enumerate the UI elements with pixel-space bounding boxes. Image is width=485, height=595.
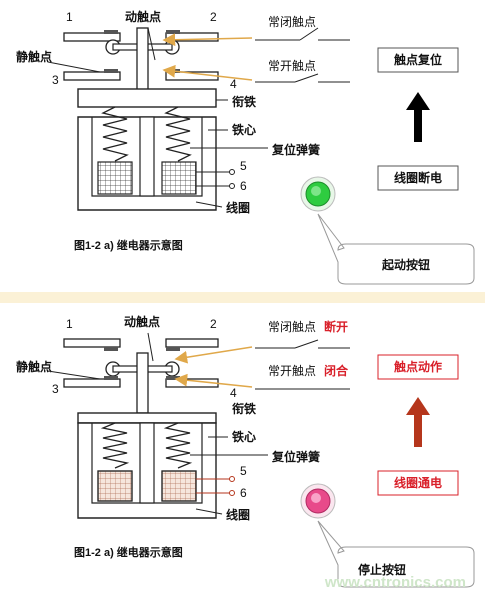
return-spring-label: 复位弹簧: [271, 449, 320, 464]
coil-right: [161, 161, 197, 195]
nc-contact-tip-right: [166, 347, 180, 351]
nc-contact-tip-left: [104, 347, 118, 351]
coil-pointer: [195, 508, 223, 515]
no-contact-bar-left: [63, 71, 121, 81]
status-box-coil-on: [377, 470, 459, 496]
coil-left: [97, 470, 133, 502]
terminal-1-label: 1: [66, 317, 73, 331]
status-box-contact-action: [377, 354, 459, 380]
relay-diagram-de-energized: 1 2 动触点 静触点 3 4 常闭触点 常开触点 衔铁 铁心 复位弹簧 5: [0, 0, 485, 292]
status-box-coil-off: [377, 165, 459, 191]
terminal-5-label: 5: [240, 159, 247, 173]
no-contact-tip-right: [166, 376, 180, 380]
no-state-label: 闭合: [324, 363, 349, 378]
watermark-text: www.cntronics.com: [324, 574, 466, 591]
terminal-2-label: 2: [210, 317, 217, 331]
no-contact-label: 常开触点: [268, 364, 316, 378]
no-contact-label: 常开触点: [268, 59, 316, 73]
relay-diagram-energized: 1 2 动触点 静触点 3 4 常闭触点 断开 常开触点 闭合 衔铁 铁心 复位…: [0, 303, 485, 595]
nc-pointer-arrow: [162, 33, 253, 47]
terminal-4-label: 4: [230, 77, 237, 91]
coil-right: [161, 470, 197, 502]
nc-contact-bar-left: [63, 32, 121, 42]
start-button-shine: [311, 186, 321, 196]
start-button-callout: [317, 213, 475, 285]
return-spring-right: [164, 106, 192, 162]
terminal-6-label: 6: [240, 179, 247, 193]
coil-label: 线圈: [226, 200, 250, 215]
return-spring-right: [163, 422, 193, 469]
iron-core-label: 铁心: [232, 122, 256, 137]
static-contact-pointer: [47, 370, 101, 380]
stop-button-callout: [317, 520, 475, 588]
no-contact-tip-left: [104, 376, 118, 380]
terminal-4-label: 4: [230, 386, 237, 400]
no-symbol-blade: [294, 73, 319, 83]
armature: [77, 88, 217, 108]
status-coil-on-text: 线圈通电: [394, 475, 442, 490]
terminal-2-label: 2: [210, 10, 217, 24]
return-spring-label: 复位弹簧: [271, 142, 320, 157]
terminal-5-dot: [229, 476, 235, 482]
iron-core-label: 铁心: [232, 429, 256, 444]
terminal-6-label: 6: [240, 486, 247, 500]
nc-symbol-blade: [299, 27, 319, 41]
status-coil-off-text: 线圈断电: [394, 170, 442, 185]
nc-symbol-blade: [294, 339, 319, 349]
panel-divider: [0, 292, 485, 303]
status-box-contact-reset: [377, 47, 459, 73]
relay-diagram-svg-bottom: 1 2 动触点 静触点 3 4 常闭触点 断开 常开触点 闭合 衔铁 铁心 复位…: [16, 314, 475, 591]
relay-diagram-svg-top: 1 2 动触点 静触点 3 4 常闭触点 常开触点 衔铁 铁心 复位弹簧 5: [16, 9, 475, 285]
moving-contact-pointer: [147, 332, 154, 362]
status-up-arrow: [406, 92, 430, 142]
moving-contact-label: 动触点: [124, 314, 160, 329]
status-contact-action-text: 触点动作: [394, 359, 442, 374]
iron-core-center-leg: [139, 422, 155, 504]
nc-contact-bar-left: [63, 338, 121, 348]
nc-contact-tip-left: [104, 30, 118, 34]
nc-state-label: 断开: [324, 319, 348, 334]
status-up-arrow: [406, 397, 430, 447]
terminal-6-dot: [229, 490, 235, 496]
moving-contact-pointer: [147, 27, 156, 61]
static-contact-pointer: [47, 61, 101, 73]
nc-contact-label: 常闭触点: [268, 15, 316, 29]
moving-contact-label: 动触点: [125, 9, 161, 24]
nc-contact-label: 常闭触点: [268, 320, 316, 334]
return-spring-left: [101, 106, 129, 162]
return-spring-left: [100, 422, 130, 469]
figure-caption: 图1-2 a) 继电器示意图: [74, 238, 183, 252]
moving-contact-stem: [136, 27, 149, 91]
armature: [77, 412, 217, 424]
terminal-6-dot: [229, 183, 235, 189]
coil-label: 线圈: [226, 507, 250, 522]
no-contact-bar-left: [63, 378, 121, 388]
no-pointer-arrow: [162, 64, 253, 81]
no-contact-tip-left: [104, 69, 118, 73]
terminal-5-dot: [229, 169, 235, 175]
nc-contact-bar-right: [165, 338, 219, 348]
terminal-5-label: 5: [240, 464, 247, 478]
no-pointer-arrow: [174, 373, 253, 388]
iron-core-center-leg: [139, 116, 155, 197]
status-contact-reset-text: 触点复位: [394, 52, 442, 67]
figure-caption: 图1-2 a) 继电器示意图: [74, 545, 183, 559]
stop-button-label: 停止按钮: [358, 562, 406, 577]
coil-pointer: [195, 201, 223, 208]
stop-button-shine: [311, 493, 321, 503]
nc-contact-tip-right: [166, 30, 180, 34]
armature-label: 衔铁: [232, 94, 256, 109]
terminal-3-label: 3: [52, 382, 59, 396]
terminal-1-label: 1: [66, 10, 73, 24]
static-contact-label: 静触点: [16, 49, 52, 64]
nc-pointer-arrow: [174, 346, 253, 364]
moving-contact-stem: [136, 352, 149, 414]
static-contact-label: 静触点: [16, 359, 52, 374]
start-button-label: 起动按钮: [381, 257, 430, 272]
terminal-3-label: 3: [52, 73, 59, 87]
coil-left: [97, 161, 133, 195]
armature-label: 衔铁: [232, 401, 256, 416]
